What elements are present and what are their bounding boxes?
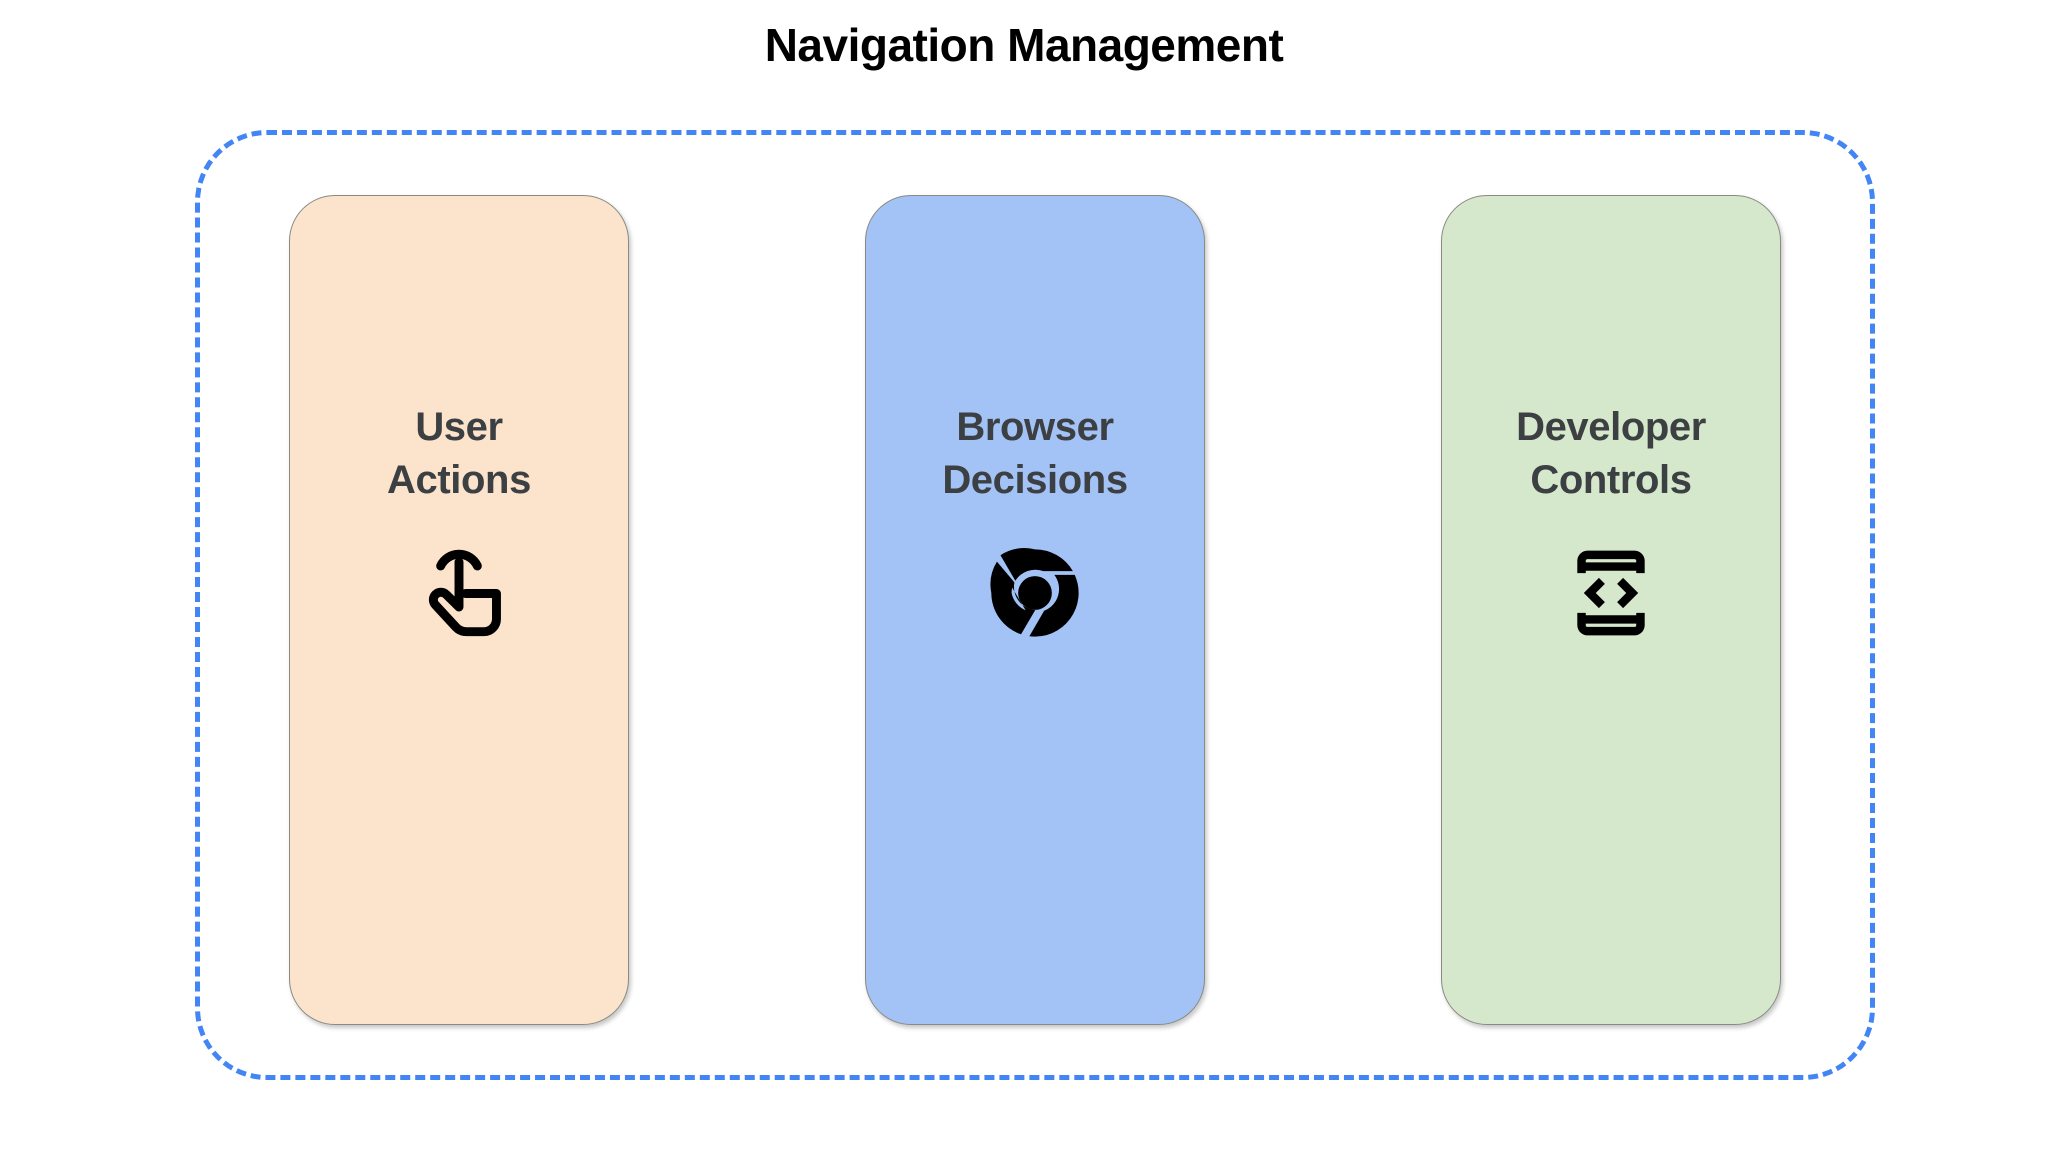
- cards-row: User Actions Browser Decisions: [195, 195, 1875, 1025]
- developer-mode-icon: [1551, 533, 1671, 653]
- card-title-developer-controls: Developer Controls: [1516, 405, 1706, 502]
- touch-app-icon: [399, 533, 519, 653]
- card-title-user-actions: User Actions: [387, 405, 531, 502]
- page-title: Navigation Management: [764, 19, 1284, 71]
- card-user-actions[interactable]: User Actions: [289, 195, 629, 1025]
- card-browser-decisions[interactable]: Browser Decisions: [865, 195, 1205, 1025]
- navigation-group-container: [195, 130, 1875, 1080]
- card-developer-controls[interactable]: Developer Controls: [1441, 195, 1781, 1025]
- chrome-logo-icon: [975, 533, 1095, 653]
- card-title-browser-decisions: Browser Decisions: [942, 405, 1128, 502]
